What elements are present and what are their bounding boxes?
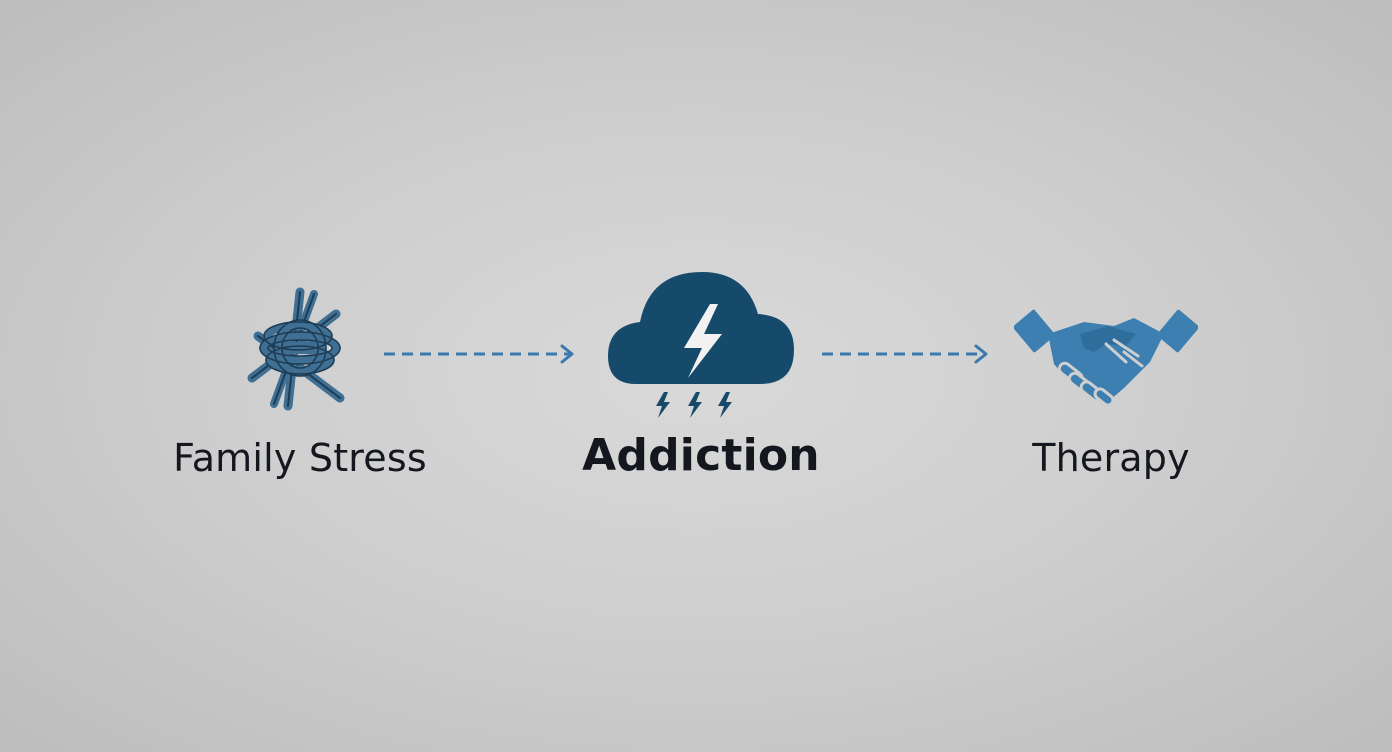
node-label-addiction: Addiction [582,430,820,481]
tangled-knot-icon [247,287,345,411]
dashed-arrow-addiction-to-therapy [822,344,988,364]
handshake-icon [1014,309,1198,407]
node-label-therapy: Therapy [1032,436,1190,480]
node-label-family-stress: Family Stress [173,436,427,480]
storm-cloud-icon [608,272,794,418]
dashed-arrow-family-to-addiction [384,344,574,364]
